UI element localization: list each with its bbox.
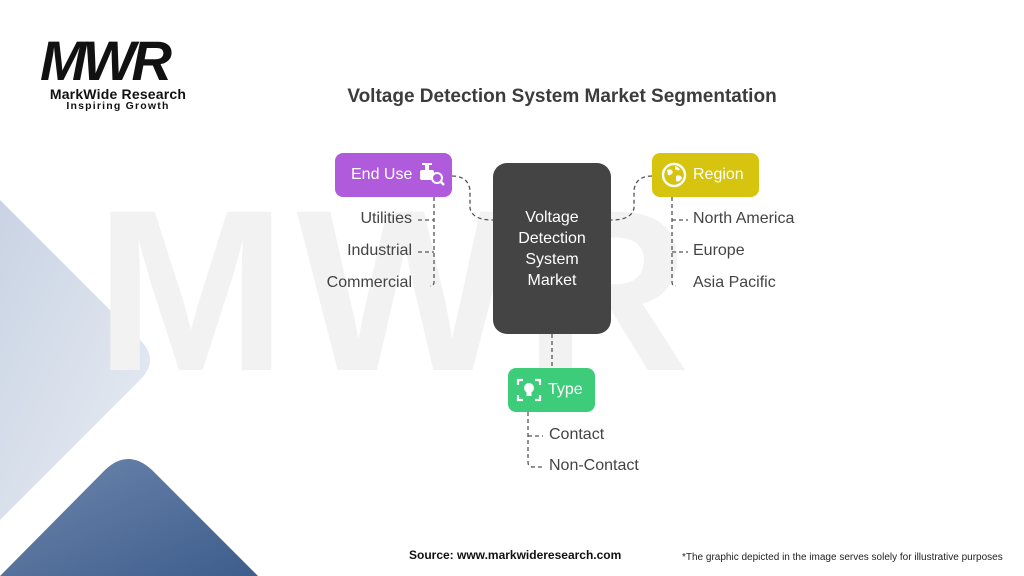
center-line-4: Market	[527, 271, 577, 289]
segment-end-use-label: End Use	[351, 166, 413, 183]
brand-name: MarkWide Research	[49, 86, 187, 102]
connector-enduse-spine	[429, 197, 435, 287]
valve-search-icon	[420, 163, 446, 186]
connector-region-center	[610, 175, 653, 221]
logo-text: MWR	[40, 34, 173, 84]
brand-tagline: Inspiring Growth	[66, 100, 170, 112]
globe-icon	[661, 162, 687, 188]
segment-end-use: End Use	[335, 153, 452, 197]
end-use-item-commercial: Commercial	[326, 274, 412, 291]
segment-region-label: Region	[693, 166, 744, 183]
type-item-contact: Contact	[549, 426, 605, 443]
region-item-north-america: North America	[693, 210, 795, 227]
segment-type: Type	[508, 368, 595, 412]
scan-bulb-icon	[516, 378, 542, 402]
segment-region: Region	[652, 153, 759, 197]
region-item-europe: Europe	[693, 242, 745, 259]
page-title: Voltage Detection System Market Segmenta…	[347, 86, 777, 107]
connector-region-spine	[671, 197, 677, 287]
disclaimer-note: *The graphic depicted in the image serve…	[682, 552, 1003, 563]
brand-logo: MWR	[40, 34, 177, 84]
source-text: Source: www.markwideresearch.com	[409, 548, 622, 562]
end-use-item-utilities: Utilities	[360, 210, 412, 227]
center-line-3: System	[525, 250, 579, 268]
bg-shape-dark	[0, 459, 258, 576]
center-line-2: Detection	[518, 229, 586, 247]
center-line-1: Voltage	[525, 208, 579, 226]
center-market-box: Voltage Detection System Market	[493, 163, 611, 334]
bg-shape-light	[0, 200, 150, 520]
connector-enduse-center	[451, 175, 494, 221]
segment-type-label: Type	[548, 381, 583, 398]
region-item-asia-pacific: Asia Pacific	[693, 274, 776, 291]
connector-type-spine	[527, 412, 543, 468]
type-item-non-contact: Non-Contact	[549, 457, 639, 474]
end-use-item-industrial: Industrial	[347, 242, 412, 259]
